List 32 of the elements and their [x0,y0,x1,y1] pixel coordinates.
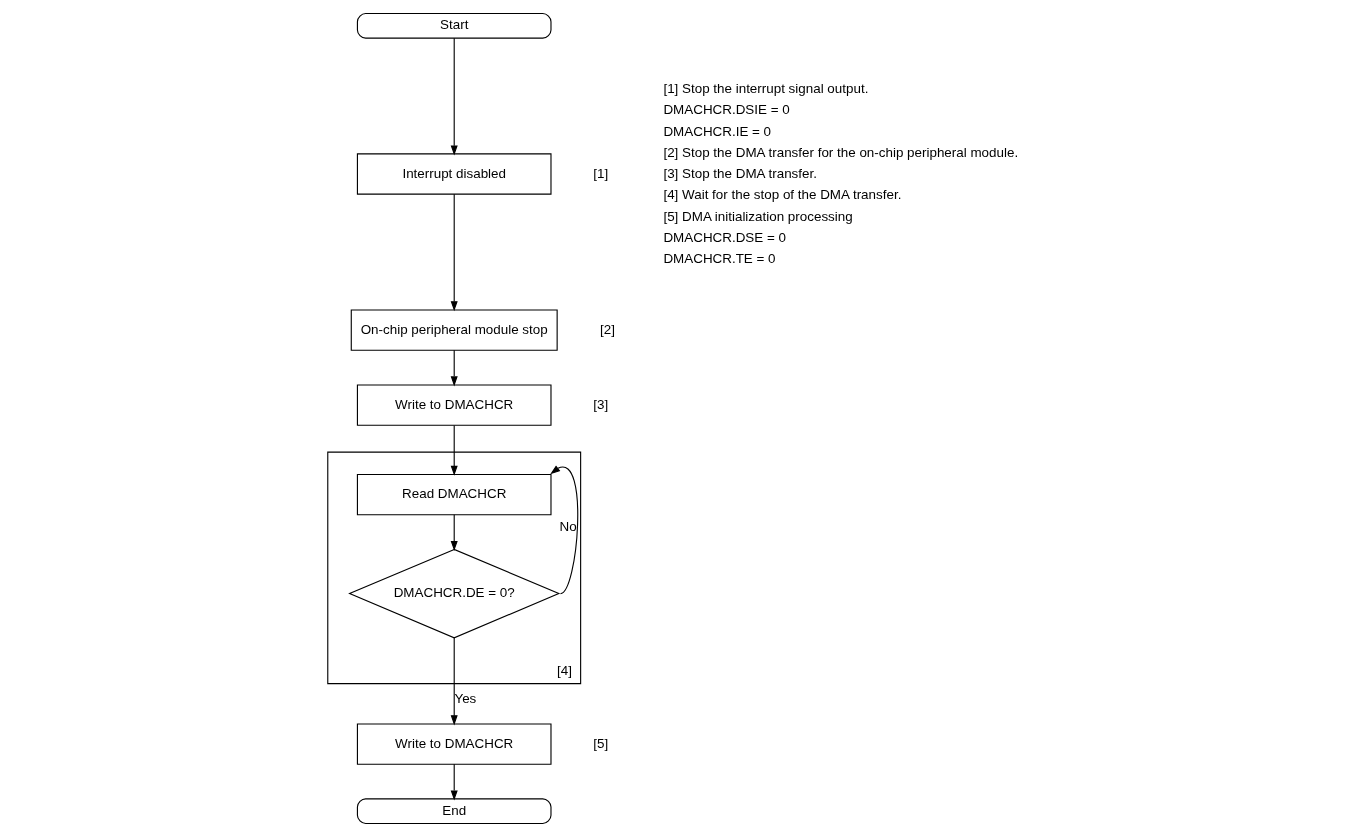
node-box: Start [356,12,552,39]
node-box: Interrupt disabled [356,152,552,195]
node-label: [3] [592,396,608,412]
arrow [450,763,458,800]
node-label: [1] [592,165,608,180]
arrow [450,513,458,551]
label: DMACHCR.DSE = 0 [662,229,786,245]
node-box: Write to DMACHCR [356,383,552,426]
label: [2] Stop the DMA transfer for the on-chip peripheral module. [662,144,1018,160]
arrow [450,636,458,725]
node-label: [4] [556,662,572,678]
node-label: [5] [592,735,608,751]
arrow [549,464,578,594]
label: [5] DMA initialization processing [662,208,853,224]
node-diamond: DMACHCR.DE = 0? [347,548,560,638]
edge-label: No [558,518,577,534]
arrow [450,349,458,386]
node-label: [2] [599,321,615,337]
label: DMACHCR.TE = 0 [662,250,776,266]
label: [4] Wait for the stop of the DMA transfer. [662,186,901,202]
node-box: Write to DMACHCR [356,722,552,765]
node-box: End [356,797,552,824]
label: DMACHCR.IE = 0 [662,123,771,139]
node-box: Read DMACHCR [356,473,552,515]
arrow [450,37,458,156]
label: DMACHCR.DSIE = 0 [662,101,790,117]
label: [1] Stop the interrupt signal output. [662,80,868,96]
arrow [450,424,458,476]
label: [3] Stop the DMA transfer. [662,165,817,181]
edge-label: Yes [453,690,476,706]
node-box: On-chip peripheral module stop [350,308,558,351]
arrow [450,193,458,311]
